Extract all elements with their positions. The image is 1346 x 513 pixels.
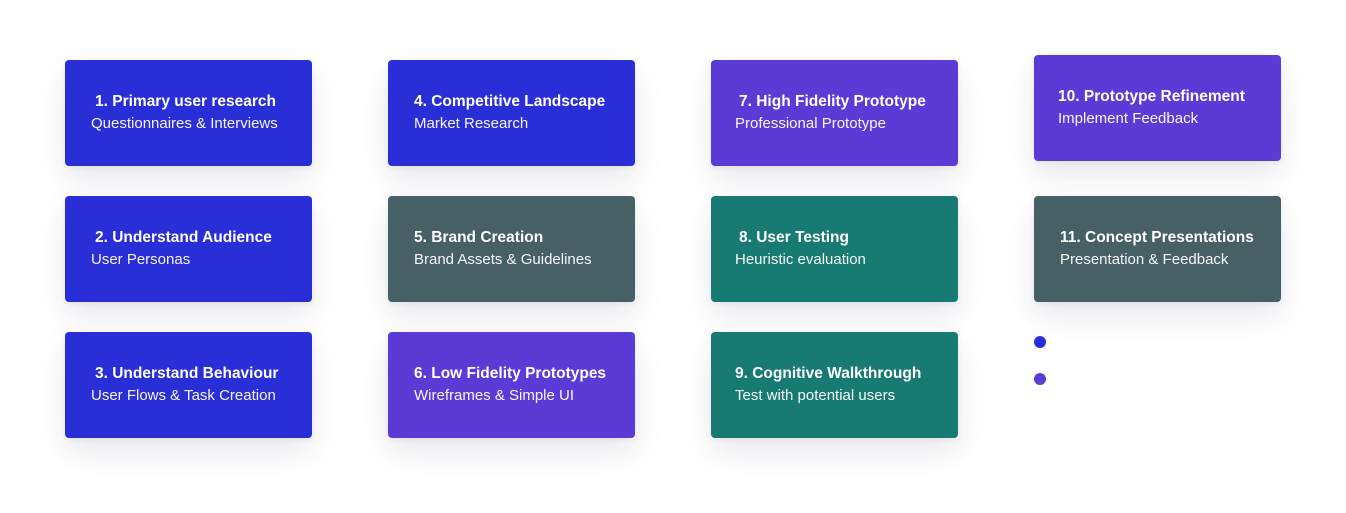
step-card-3[interactable]: 3. Understand Behaviour User Flows & Tas…	[65, 332, 312, 438]
step-title: 5. Brand Creation	[414, 229, 544, 246]
step-card-6[interactable]: 6. Low Fidelity Prototypes Wireframes & …	[388, 332, 635, 438]
step-title: 7. High Fidelity Prototype	[739, 93, 926, 110]
step-subtitle: Test with potential users	[735, 387, 896, 404]
step-card-7[interactable]: 7. High Fidelity Prototype Professional …	[711, 60, 958, 166]
step-subtitle: Market Research	[414, 115, 529, 132]
step-card-5[interactable]: 5. Brand Creation Brand Assets & Guideli…	[388, 196, 635, 302]
legend-dot	[1034, 373, 1046, 385]
step-title: 4. Competitive Landscape	[414, 93, 606, 110]
step-title: 2. Understand Audience	[95, 229, 272, 246]
step-card-1[interactable]: 1. Primary user research Questionnaires …	[65, 60, 312, 166]
step-card-9[interactable]: 9. Cognitive Walkthrough Test with poten…	[711, 332, 958, 438]
legend-dot	[1034, 336, 1046, 348]
step-title: 9. Cognitive Walkthrough	[735, 365, 922, 382]
step-card-11[interactable]: 11. Concept Presentations Presentation &…	[1034, 196, 1281, 302]
step-subtitle: Questionnaires & Interviews	[91, 115, 278, 132]
step-subtitle: User Personas	[91, 251, 191, 268]
step-subtitle: Presentation & Feedback	[1060, 251, 1229, 268]
step-title: 3. Understand Behaviour	[95, 365, 279, 382]
step-card-8[interactable]: 8. User Testing Heuristic evaluation	[711, 196, 958, 302]
step-card-10[interactable]: 10. Prototype Refinement Implement Feedb…	[1034, 55, 1281, 161]
step-subtitle: Heuristic evaluation	[735, 251, 866, 268]
step-card-2[interactable]: 2. Understand Audience User Personas	[65, 196, 312, 302]
step-subtitle: Professional Prototype	[735, 115, 886, 132]
step-title: 1. Primary user research	[95, 93, 276, 110]
step-title: 6. Low Fidelity Prototypes	[414, 365, 607, 382]
step-title: 10. Prototype Refinement	[1058, 88, 1245, 105]
step-title: 8. User Testing	[739, 229, 849, 246]
step-subtitle: User Flows & Task Creation	[91, 387, 276, 404]
step-subtitle: Wireframes & Simple UI	[414, 387, 575, 404]
step-subtitle: Brand Assets & Guidelines	[414, 251, 592, 268]
step-subtitle: Implement Feedback	[1058, 110, 1199, 127]
step-card-4[interactable]: 4. Competitive Landscape Market Research	[388, 60, 635, 166]
step-title: 11. Concept Presentations	[1060, 229, 1254, 246]
